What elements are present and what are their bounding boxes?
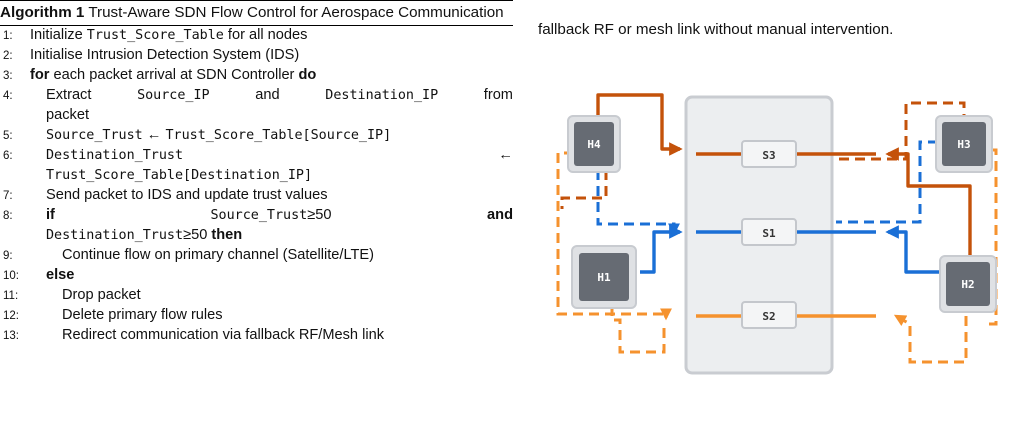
link-h2-s1 <box>885 225 940 274</box>
network-diagram: S3 S1 S2 H4 H1 H3 H2 <box>556 93 998 375</box>
host-h2[interactable]: H2 <box>939 255 997 313</box>
algorithm-line-continuation: packet <box>46 107 89 123</box>
algorithm-line: 11: Drop packet <box>0 286 513 306</box>
line-number: 3: <box>3 70 13 82</box>
algorithm-body: 1: Initialize Trust_Score_Table for all … <box>0 26 513 346</box>
algorithm-line: 8: if Source_Trust≥50 and <box>0 206 513 226</box>
line-number: 11: <box>3 290 19 302</box>
link-h4-s3 <box>596 93 683 156</box>
line-number: 8: <box>3 210 13 222</box>
algorithm-line: 13: Redirect communication via fallback … <box>0 326 513 346</box>
line-number: 12: <box>3 310 19 322</box>
link-h1-s1 <box>640 225 683 274</box>
link-h2-s3 <box>885 147 972 256</box>
switch-s3[interactable]: S3 <box>741 140 797 168</box>
host-h3[interactable]: H3 <box>935 115 993 173</box>
host-h2-label: H2 <box>961 278 974 291</box>
host-h1-label: H1 <box>597 271 611 284</box>
line-number: 10: <box>3 270 19 282</box>
switch-s2[interactable]: S2 <box>741 301 797 329</box>
switch-s3-label: S3 <box>762 149 775 162</box>
algorithm-line: 9: Continue flow on primary channel (Sat… <box>0 246 513 266</box>
host-h3-label: H3 <box>957 138 970 151</box>
algorithm-line: 10: else <box>0 266 513 286</box>
host-h4-label: H4 <box>587 138 601 151</box>
algorithm-label: Algorithm 1 <box>0 4 85 21</box>
host-h4[interactable]: H4 <box>567 115 621 173</box>
link-h1-backup <box>610 290 666 354</box>
algorithm-line: 7: Send packet to IDS and update trust v… <box>0 186 513 206</box>
algorithm-line: 4: Extract Source_IP and Destination_IP … <box>0 86 513 106</box>
switch-s1-label: S1 <box>762 227 776 240</box>
switch-s2-label: S2 <box>762 310 775 323</box>
line-number: 13: <box>3 330 19 342</box>
line-number: 6: <box>3 150 13 162</box>
algorithm-line: 3: for each packet arrival at SDN Contro… <box>0 66 513 86</box>
line-number: 1: <box>3 30 13 42</box>
algorithm-line: 1: Initialize Trust_Score_Table for all … <box>0 26 513 46</box>
algorithm-line: 12: Delete primary flow rules <box>0 306 513 326</box>
host-h1[interactable]: H1 <box>571 245 637 309</box>
algorithm-line-continuation: Destination_Trust≥50 then <box>46 227 243 243</box>
algorithm-line: 2: Initialise Intrusion Detection System… <box>0 46 513 66</box>
algorithm-block: Algorithm 1 Trust-Aware SDN Flow Control… <box>0 0 513 346</box>
line-number: 7: <box>3 190 13 202</box>
algorithm-title: Trust-Aware SDN Flow Control for Aerospa… <box>88 4 504 21</box>
link-h3-s2-backup <box>988 148 998 326</box>
link-h4-backup <box>560 170 608 209</box>
algorithm-line-continuation: Trust_Score_Table[Destination_IP] <box>46 168 313 183</box>
link-h4-s1-backup <box>596 170 680 236</box>
algorithm-line: 5: Source_Trust ← Trust_Score_Table[Sour… <box>0 126 513 146</box>
line-number: 9: <box>3 250 13 262</box>
link-h4-s2-backup <box>556 151 672 321</box>
line-number: 2: <box>3 50 13 62</box>
link-h2-s2-backup <box>893 300 968 364</box>
algorithm-caption: Algorithm 1 Trust-Aware SDN Flow Control… <box>0 0 513 26</box>
algorithm-line: 6: Destination_Trust ← <box>0 146 513 166</box>
link-h3-s1-backup <box>836 140 938 224</box>
primary-links <box>596 93 972 318</box>
line-number: 5: <box>3 130 13 142</box>
line-number: 4: <box>3 90 13 102</box>
body-text: fallback RF or mesh link without manual … <box>538 21 894 38</box>
switch-s1[interactable]: S1 <box>741 218 797 246</box>
